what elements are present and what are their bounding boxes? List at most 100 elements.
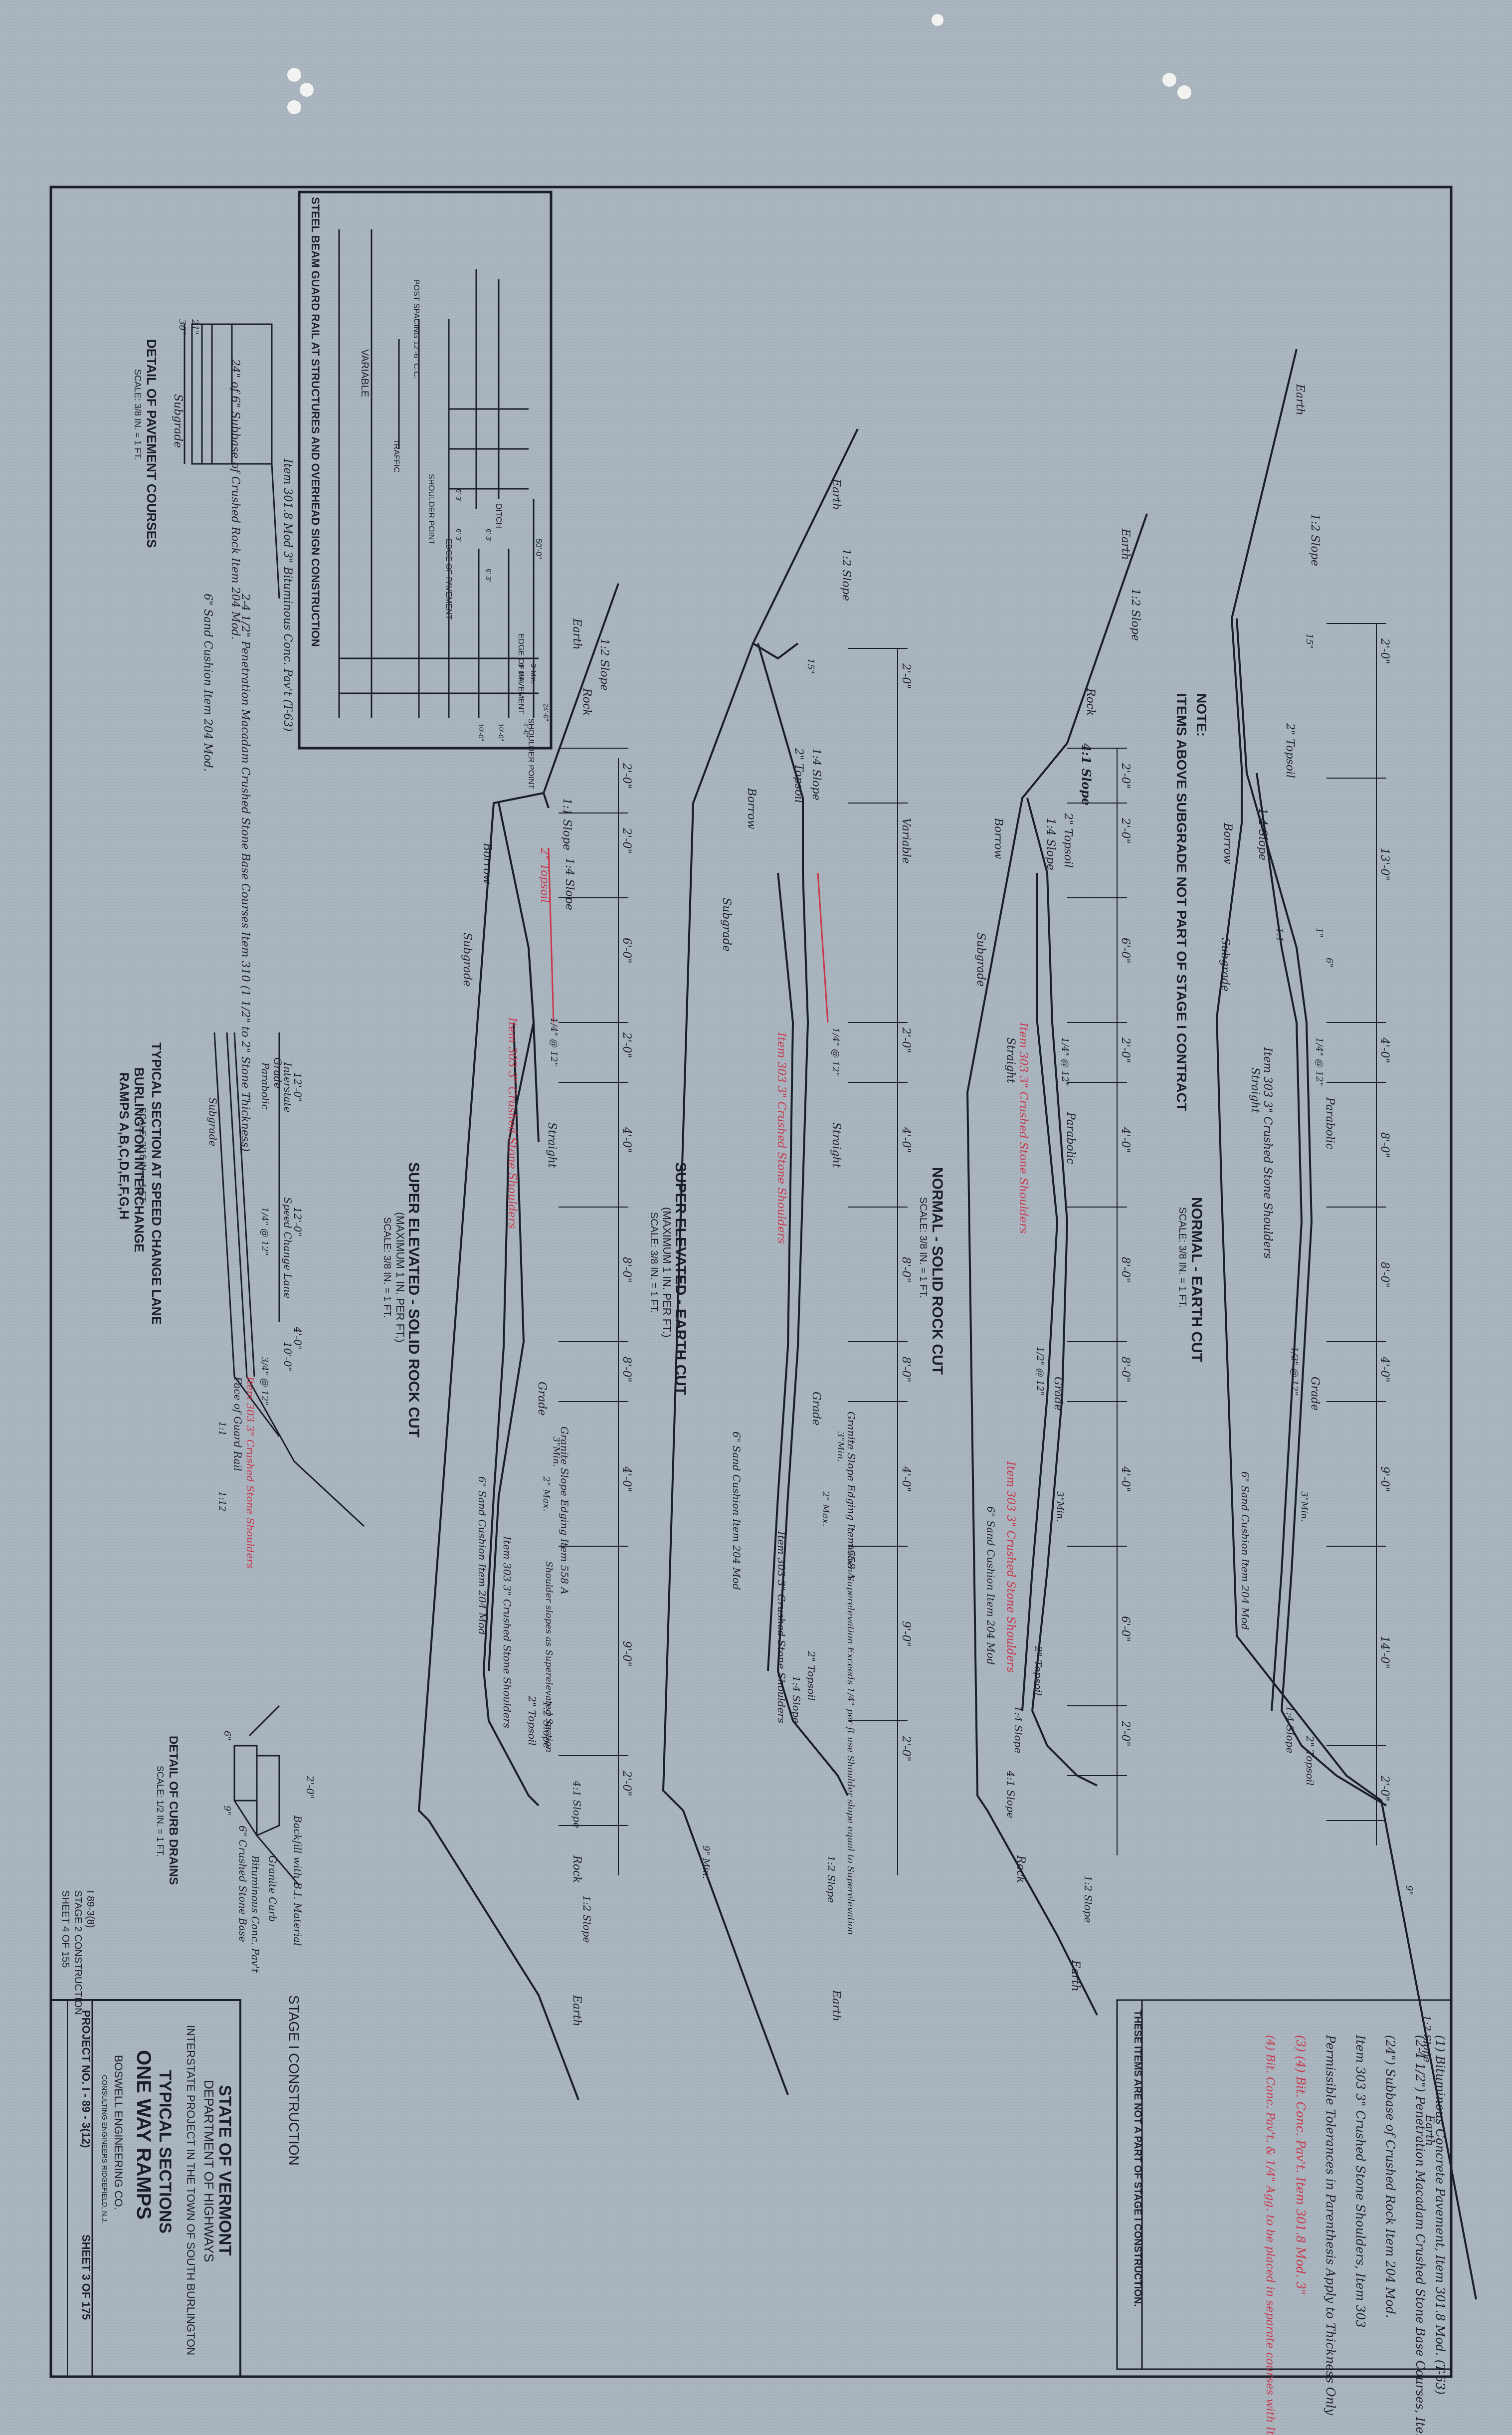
section-super-rock-title: SUPER ELEVATED - SOLID ROCK CUT [405,1162,422,1437]
guard-rail-dim-50: 50'-0" [534,539,543,559]
section-normal-rock-dim-7: 4'-0" [1119,1466,1132,1492]
speed-change-slope-b: 3/4" @ 12" [259,1357,270,1406]
guard-rail-edge-pavement-2: EDGE OF PAVEMENT [517,633,525,714]
section-normal-earth-item303: Item 303 3" Crushed Stone Shoulders [1261,1047,1274,1259]
section-super-earth-slope-top: 1:2 Slope [840,549,852,601]
section-super-earth-scale: SCALE: 3/8 IN. = 1 FT. [648,1212,659,1313]
section-super-rock-dim-3: 2'-0" [620,1032,633,1058]
title-sheet-number: SHEET 3 OF 175 [80,2234,92,2320]
speed-change-lane-section: TYPICAL SECTION AT SPEED CHANGE LANE SCA… [117,1032,365,1569]
section-super-earth-slope-r: 1:2 Slope [825,1855,837,1903]
section-super-earth-dim-0: 2'-0" [900,663,912,689]
guard-rail-shoulder-point-2: SHOULDER POINT [527,718,535,789]
title-block: STATE OF VERMONT DEPARTMENT OF HIGHWAYS … [50,1999,241,2378]
section-normal-rock-straight: Straight [1004,1037,1017,1083]
section-normal-earth-15: 15" [1304,633,1315,649]
curb-drain-dim-9: 9" [222,1806,232,1816]
stage-label: STAGE I CONSTRUCTION [286,1995,302,2166]
section-super-rock-item303b: Item 303 3" Crushed Stone Shoulders [501,1536,513,1728]
section-normal-earth-dim-6: 9'-0" [1378,1466,1391,1492]
section-normal-rock-topsoil-r: 2" Topsoil [1032,1645,1044,1696]
section-normal-earth-11: 1:1 [1274,928,1285,942]
section-normal-earth-dim-3: 8'-0" [1378,1132,1391,1158]
section-super-rock-slope-top: 1:2 Slope [598,638,610,691]
title-project: INTERSTATE PROJECT IN THE TOWN OF SOUTH … [185,2025,197,2355]
section-normal-earth-sand: 6" Sand Cushion Item 204 Mod [1239,1471,1251,1630]
section-super-rock-slope-a: 1/4" @ 12" [549,1017,559,1066]
curb-drain-title: DETAIL OF CURB DRAINS [167,1736,180,1885]
section-super-rock-rock: Rock [580,688,593,716]
section-normal-earth-dim-8: 2'-0" [1378,1775,1391,1802]
speed-change-interstate: Interstate [282,1062,294,1112]
section-normal-earth-14-r: 1:4 Slope [1284,1706,1296,1753]
speed-change-title: TYPICAL SECTION AT SPEED CHANGE LANE [149,1042,164,1325]
section-super-rock: SUPER ELEVATED - SOLID ROCK CUT (MAXIMUM… [381,583,633,2100]
section-normal-earth-1in: 1" [1314,928,1324,938]
section-normal-rock-grade: Grade [1052,1377,1064,1411]
section-normal-earth-earth: Earth [1294,384,1306,415]
section-normal-rock-slope-b: 1/2" @ 12" [1035,1347,1045,1396]
section-super-rock-sand: 6" Sand Cushion Item 204 Mod [476,1476,488,1635]
section-super-earth-straight: Straight [830,1122,842,1168]
section-normal-rock-3min: 3"Min. [1055,1491,1065,1522]
guard-rail-dim-24: 24'-0" [542,703,550,721]
section-super-rock-3min: 3"Min. [551,1436,562,1467]
section-normal-rock-dim-3: 2'-0" [1119,1037,1132,1063]
section-normal-earth-earth-r: Earth [1423,2114,1436,2146]
section-super-earth-borrow: Borrow [745,788,757,829]
title-dept: DEPARTMENT OF HIGHWAYS [201,2080,216,2262]
title-state: STATE OF VERMONT [215,2085,234,2256]
speed-change-dim-12a: 12'-0" [292,1072,304,1102]
section-normal-rock-subgrade: Subgrade [974,933,987,987]
note-text: ITEMS ABOVE SUBGRADE NOT PART OF STAGE I… [1174,693,1189,1111]
section-normal-rock-rock-r: Rock [1014,1855,1027,1883]
section-super-rock-item303: Item 303 3" Crushed Stone Shoulders [506,1017,518,1229]
section-normal-rock-dim-4: 4'-0" [1119,1127,1132,1153]
section-super-earth-2max: 2" Max. [820,1491,831,1527]
section-normal-rock-earth-r: Earth [1069,1960,1082,1992]
section-super-rock-dim-2: 6'-0" [620,938,633,964]
section-normal-rock-earth: Earth [1119,528,1132,560]
section-normal-earth-dim-7: 14'-0" [1378,1636,1391,1669]
note-red-0: (3) (4) Bit. Conc. Pav't. Item 301.8 Mod… [1294,2035,1308,2295]
section-super-earth-granite: Granite Slope Edging Item 558 A [845,1412,857,1580]
pavement-dim-30: 30" [177,319,188,335]
guard-rail-post-spacing: POST SPACING 12'-6" C.C. [412,279,420,379]
curb-drain-dim-2: 2'-0" [304,1775,316,1799]
section-normal-earth-3min: 3"Min. [1299,1491,1310,1522]
note-red-1: (4) Bit. Conc. Pav't. & 1/4" Agg. to be … [1264,2035,1276,2435]
pavement-dim-21: 21" [189,319,200,335]
section-normal-earth-9: 9" [1404,1885,1414,1895]
section-normal-earth-borrow: Borrow [1221,822,1234,864]
section-normal-earth-grade: Grade [1309,1377,1321,1411]
curb-drain-granite-curb: Granite Curb [267,1855,279,1922]
section-super-earth-dim-8: 2'-0" [900,1735,912,1762]
stage-ref-2: SHEET 4 OF 155 [60,1890,71,1968]
section-super-earth-superelev-note: When Superelevation Exceeds 1/4" per ft … [845,1546,856,1935]
guard-rail-dim-3min: 3' Min. [517,663,525,684]
stage-ref-0: I 89-3(8) [85,1890,96,1928]
section-normal-earth-topsoil: 2" Topsoil [1284,723,1296,778]
section-super-earth-item303b: Item 303 3" Crushed Stone Shoulders [775,1531,787,1723]
section-normal-earth-dim-5: 4'-0" [1378,1356,1391,1383]
section-super-rock-earth: Earth [570,618,583,650]
section-super-rock-dim-0: 2'-0" [620,763,633,789]
section-normal-rock-dim-2: 6'-0" [1119,938,1132,964]
punch-holes [287,14,1191,114]
guard-rail-dim-10b: 10'-0" [477,723,485,741]
section-super-rock-subtitle: (MAXIMUM 1 IN. PER FT.) [394,1212,406,1343]
item-notes: (1) Bituminous Concrete Pavement, Item 3… [1116,1999,1452,2435]
section-super-earth-dim-6: 4'-0" [900,1466,912,1492]
section-normal-earth: NORMAL - EARTH CUT SCALE: 3/8 IN. = 1 FT… [1177,349,1477,2300]
pavement-label-subbase: 24" of 6" Subbase of Crushed Rock Item 2… [229,359,241,640]
section-super-rock-dim-6: 8'-0" [620,1357,633,1383]
section-super-earth-9min: 9" Min. [701,1845,711,1879]
section-super-earth-dim-4: 8'-0" [900,1257,912,1283]
section-normal-rock-14-r: 1:4 Slope [1012,1706,1024,1753]
section-super-earth-subtitle: (MAXIMUM 1 IN. PER FT.) [661,1207,673,1338]
curb-drain-backfill: Backfill with B.I. Material [292,1815,304,1946]
guard-rail-dim-4: 4'-0" [522,723,530,737]
section-super-rock-2max: 2" Max. [541,1476,552,1512]
section-super-rock-slope-end: 1:2 Slope [581,1895,593,1943]
